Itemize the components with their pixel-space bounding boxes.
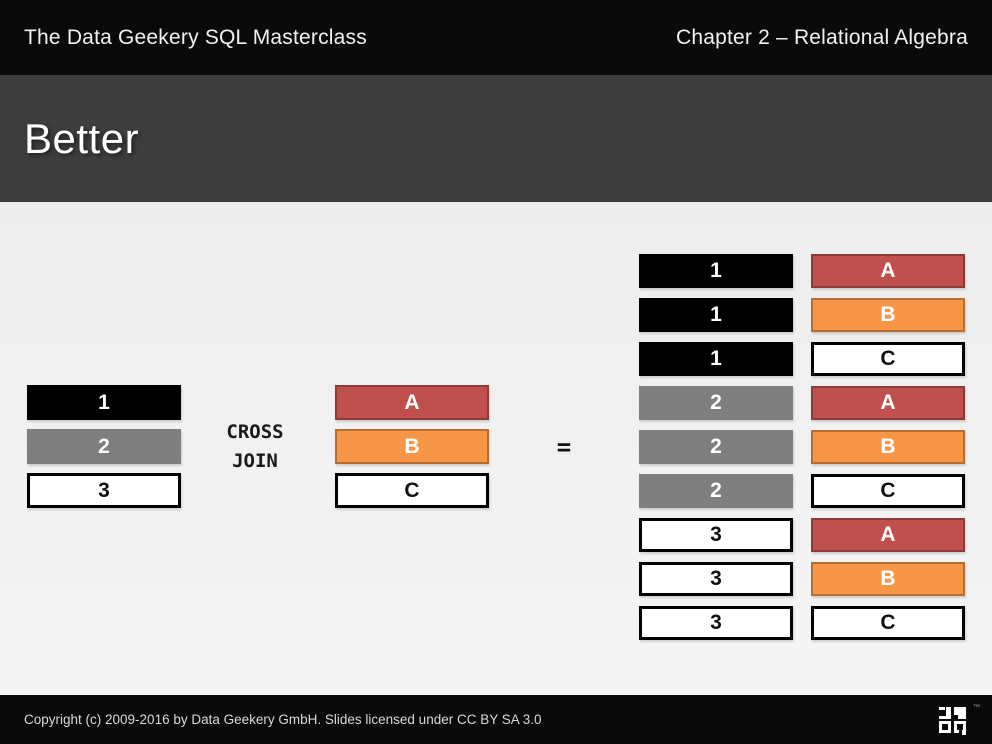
result-letter-cell: A xyxy=(811,386,965,420)
copyright-text: Copyright (c) 2009-2016 by Data Geekery … xyxy=(24,712,542,727)
header-left-title: The Data Geekery SQL Masterclass xyxy=(24,25,367,49)
equals-sign: = xyxy=(556,433,572,461)
trademark-symbol: ™ xyxy=(973,703,980,711)
jooq-logo: ™ xyxy=(938,703,980,737)
cross-join-operator-line1: CROSS xyxy=(226,421,284,443)
left-operand-cell: 3 xyxy=(27,473,181,508)
result-number-cell: 1 xyxy=(639,342,793,376)
result-number-cell: 2 xyxy=(639,386,793,420)
right-operand-cell: C xyxy=(335,473,489,508)
result-letter-cell: C xyxy=(811,606,965,640)
jooq-logo-icon xyxy=(939,706,966,735)
footer-bar: Copyright (c) 2009-2016 by Data Geekery … xyxy=(0,695,992,744)
result-number-cell: 3 xyxy=(639,606,793,640)
right-operand-cell: A xyxy=(335,385,489,420)
result-letter-cell: C xyxy=(811,474,965,508)
result-letter-cell: C xyxy=(811,342,965,376)
title-band: Better xyxy=(0,75,992,202)
result-letter-cell: A xyxy=(811,518,965,552)
cross-join-operator: CROSS JOIN xyxy=(198,418,312,476)
result-letter-cell: B xyxy=(811,562,965,596)
result-number-cell: 3 xyxy=(639,518,793,552)
left-operand-cell: 1 xyxy=(27,385,181,420)
result-letter-cell: A xyxy=(811,254,965,288)
result-letter-cell: B xyxy=(811,298,965,332)
header-right-title: Chapter 2 – Relational Algebra xyxy=(675,25,968,49)
result-number-cell: 1 xyxy=(639,254,793,288)
result-number-cell: 3 xyxy=(639,562,793,596)
result-number-cell: 2 xyxy=(639,474,793,508)
slide-title: Better xyxy=(24,114,140,162)
header-bar: The Data Geekery SQL Masterclass Chapter… xyxy=(0,0,992,75)
left-operand-cell: 2 xyxy=(27,429,181,464)
left-operand-table: 1 2 3 xyxy=(27,385,181,508)
result-number-cell: 1 xyxy=(639,298,793,332)
result-number-cell: 2 xyxy=(639,430,793,464)
result-letter-cell: B xyxy=(811,430,965,464)
right-operand-cell: B xyxy=(335,429,489,464)
cross-join-operator-line2: JOIN xyxy=(232,450,278,472)
